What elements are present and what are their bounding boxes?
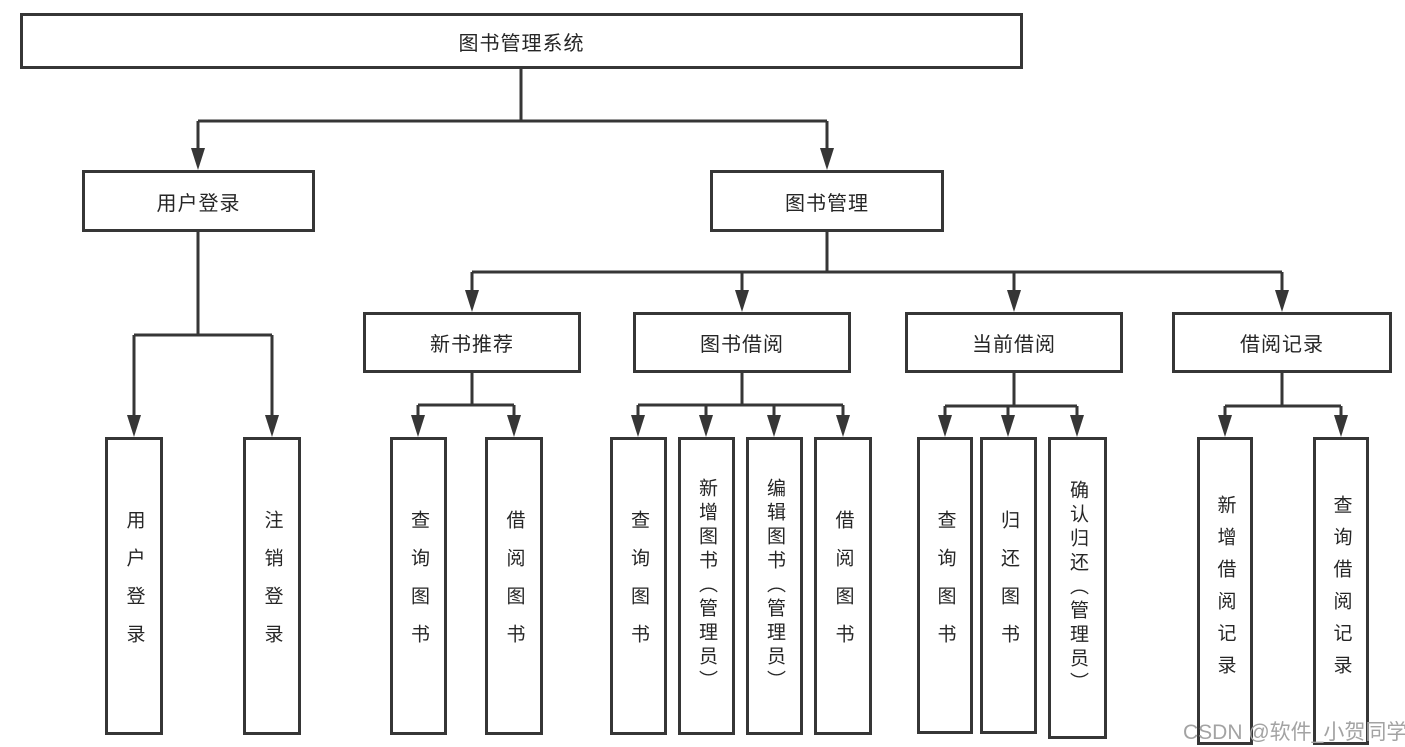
arrowheads — [127, 148, 1348, 437]
connector-login-to-leaves — [132, 232, 274, 417]
node-label: 新增图书（管理员） — [696, 478, 717, 694]
node-label: 查询借阅记录 — [1330, 495, 1352, 687]
arrow-icon — [1001, 415, 1015, 437]
leaf-confirm-return-admin: 确认归还（管理员） — [1048, 437, 1107, 739]
node-borrow-records: 借阅记录 — [1172, 312, 1392, 373]
node-label: 新增借阅记录 — [1214, 495, 1236, 687]
node-label: 查询图书 — [408, 510, 429, 662]
arrow-icon — [735, 290, 749, 312]
node-label: 用户登录 — [123, 510, 145, 662]
connector-records-to-leaves — [1223, 373, 1343, 419]
leaf-borrow-books: 借阅图书 — [485, 437, 543, 735]
arrow-icon — [1218, 415, 1232, 437]
arrow-icon — [191, 148, 205, 170]
leaf-edit-books-admin: 编辑图书（管理员） — [746, 437, 803, 735]
node-label: 用户登录 — [156, 192, 241, 215]
node-label: 新书推荐 — [430, 334, 514, 356]
leaf-logout: 注销登录 — [243, 437, 301, 735]
leaf-return-books: 归还图书 — [980, 437, 1037, 734]
node-label: 查询图书 — [934, 509, 956, 662]
node-user-login: 用户登录 — [82, 170, 315, 232]
arrow-icon — [411, 415, 425, 437]
arrow-icon — [767, 415, 781, 437]
arrow-icon — [507, 415, 521, 437]
connector-management-to-sections — [470, 232, 1284, 292]
connector-borrow-to-leaves — [636, 373, 845, 419]
node-label: 图书管理 — [785, 192, 869, 215]
arrow-icon — [265, 415, 279, 437]
leaf-add-borrow-record: 新增借阅记录 — [1197, 437, 1253, 745]
connector-recommend-to-leaves — [416, 373, 516, 419]
node-library-management-system: 图书管理系统 — [20, 13, 1023, 69]
arrow-icon — [631, 415, 645, 437]
node-label: 编辑图书（管理员） — [764, 478, 785, 694]
leaf-query-books: 查询图书 — [610, 437, 667, 735]
node-new-book-recommend: 新书推荐 — [363, 312, 581, 373]
leaf-add-books-admin: 新增图书（管理员） — [678, 437, 735, 735]
node-book-management: 图书管理 — [710, 170, 944, 232]
node-label: 图书管理系统 — [458, 32, 585, 55]
arrow-icon — [1275, 290, 1289, 312]
node-label: 图书借阅 — [700, 334, 784, 356]
node-label: 注销登录 — [261, 510, 283, 662]
connector-root-to-branches — [196, 69, 829, 150]
arrow-icon — [820, 148, 834, 170]
node-label: 借阅记录 — [1240, 334, 1324, 356]
arrow-icon — [1334, 415, 1348, 437]
node-label: 借阅图书 — [503, 510, 525, 662]
node-book-borrow: 图书借阅 — [633, 312, 851, 373]
leaf-borrow-books: 借阅图书 — [814, 437, 872, 735]
node-label: 查询图书 — [628, 510, 649, 662]
leaf-query-books: 查询图书 — [917, 437, 973, 734]
arrow-icon — [465, 290, 479, 312]
node-label: 借阅图书 — [832, 510, 854, 662]
leaf-query-borrow-record: 查询借阅记录 — [1313, 437, 1369, 745]
leaf-user-login: 用户登录 — [105, 437, 163, 735]
arrow-icon — [1070, 415, 1084, 437]
node-label: 当前借阅 — [972, 334, 1056, 356]
arrow-icon — [938, 415, 952, 437]
arrow-icon — [1007, 290, 1021, 312]
node-label: 确认归还（管理员） — [1067, 480, 1088, 696]
arrow-icon — [836, 415, 850, 437]
csdn-watermark: CSDN @软件_小贺同学 — [1183, 721, 1405, 744]
arrow-icon — [127, 415, 141, 437]
arrow-icon — [699, 415, 713, 437]
node-current-borrow: 当前借阅 — [905, 312, 1123, 373]
connector-current-to-leaves — [943, 373, 1079, 419]
leaf-query-books: 查询图书 — [390, 437, 447, 735]
node-label: 归还图书 — [998, 509, 1019, 662]
